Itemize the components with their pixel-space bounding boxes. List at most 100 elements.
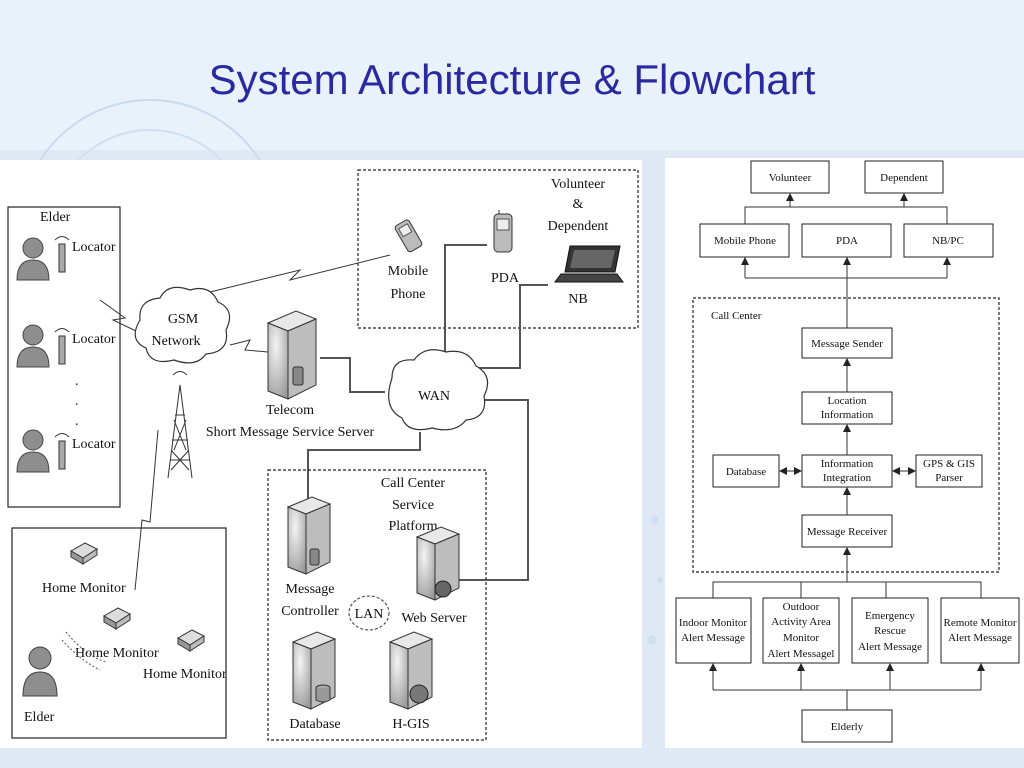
fc-outdoor-alert-label-1: Outdoor bbox=[783, 601, 820, 613]
locator-icon bbox=[54, 236, 70, 273]
gsm-label-line1: GSM bbox=[168, 312, 199, 327]
fc-outdoor-alert-label-4: Alert Messagel bbox=[768, 648, 835, 660]
home-monitor-group: Home Monitor Home Monitor Home Monitor E… bbox=[11, 527, 227, 739]
fc-nbpc-label: NB/PC bbox=[932, 235, 964, 247]
fc-remote-alert-label-2: Alert Message bbox=[948, 632, 1012, 644]
antenna-tower-icon bbox=[167, 371, 193, 479]
fc-pda-box bbox=[801, 223, 892, 258]
locator-label-2: Locator bbox=[72, 332, 116, 347]
fc-nbpc-box bbox=[903, 223, 994, 258]
elder-person-icon bbox=[22, 646, 58, 697]
fc-emergency-alert-label-1: Emergency bbox=[865, 610, 915, 622]
fc-gps-gis-label-1: GPS & GIS bbox=[923, 458, 975, 470]
volunteer-dependent-frame bbox=[357, 169, 639, 329]
elder-group: Elder Locator Locator . . . bbox=[7, 206, 121, 508]
telecom-server-icon bbox=[266, 310, 318, 400]
web-server-label: Web Server bbox=[401, 611, 467, 626]
database-server-icon bbox=[291, 631, 337, 710]
fc-emergency-alert-box bbox=[851, 597, 929, 664]
fc-location-info-label-2: Information bbox=[821, 409, 874, 421]
web-server-icon bbox=[415, 526, 461, 601]
elder-group-frame bbox=[7, 206, 121, 508]
call-center-title-2: Service bbox=[392, 498, 434, 513]
wan-label: WAN bbox=[418, 389, 450, 404]
fc-remote-alert-box bbox=[940, 597, 1020, 664]
home-gsm-link bbox=[134, 429, 159, 591]
fc-database-label: Database bbox=[726, 466, 766, 478]
fc-indoor-alert-box bbox=[675, 597, 752, 664]
locator-label-3: Locator bbox=[72, 437, 116, 452]
fc-indoor-alert-label-1: Indoor Monitor bbox=[679, 617, 747, 629]
fc-info-integration-label-1: Information bbox=[821, 458, 874, 470]
fc-message-sender-box bbox=[801, 327, 893, 359]
volunteer-title-1: Volunteer bbox=[551, 177, 606, 192]
svg-text:.: . bbox=[75, 374, 79, 389]
call-center-title-3: Platform bbox=[389, 519, 438, 534]
hgis-server-icon bbox=[388, 631, 434, 710]
locator-icon bbox=[54, 328, 70, 365]
call-center-frame bbox=[267, 469, 487, 741]
pda-label: PDA bbox=[491, 271, 520, 286]
fc-call-center-label: Call Center bbox=[711, 310, 762, 322]
fc-outdoor-alert-label-3: Monitor bbox=[783, 632, 819, 644]
elder-group-title: Elder bbox=[40, 210, 71, 225]
home-elder-label: Elder bbox=[24, 710, 55, 725]
lan-label: LAN bbox=[355, 607, 384, 622]
home-monitor-label-3: Home Monitor bbox=[143, 667, 227, 682]
gsm-telecom-link bbox=[229, 339, 269, 353]
slide-title: System Architecture & Flowchart bbox=[209, 56, 816, 103]
telecom-wan-wire bbox=[320, 357, 385, 393]
nb-label: NB bbox=[568, 292, 587, 307]
fc-message-receiver-label: Message Receiver bbox=[807, 526, 888, 538]
fc-gps-gis-box bbox=[915, 454, 983, 488]
gsm-phone-link bbox=[197, 254, 391, 296]
telecom-label-1: Telecom bbox=[266, 403, 314, 418]
fc-outdoor-alert-label-2: Activity Area bbox=[771, 616, 831, 628]
volunteer-title-2: & bbox=[573, 197, 584, 212]
home-monitor-label-2: Home Monitor bbox=[75, 646, 159, 661]
fc-database-box bbox=[712, 454, 780, 488]
wan-controller-wire bbox=[307, 432, 421, 500]
flowchart-diagram: Volunteer Dependent Mobile Phone PDA NB/… bbox=[665, 158, 1024, 748]
wan-webserver-wire bbox=[455, 399, 529, 581]
locator-label-1: Locator bbox=[72, 240, 116, 255]
fc-emergency-alert-label-2: Rescue bbox=[874, 625, 906, 637]
fc-elderly-label: Elderly bbox=[831, 721, 864, 733]
home-monitor-frame bbox=[11, 527, 227, 739]
wan-cloud: WAN bbox=[388, 349, 489, 431]
fc-gps-gis-label-2: Parser bbox=[935, 472, 963, 484]
fc-remote-alert-label-1: Remote Monitor bbox=[943, 617, 1016, 629]
home-monitor-icon bbox=[177, 629, 206, 652]
fc-volunteer-label: Volunteer bbox=[769, 172, 812, 184]
fc-message-sender-label: Message Sender bbox=[811, 338, 883, 350]
fc-mobile-phone-box bbox=[699, 223, 790, 258]
fc-emergency-alert-label-3: Alert Message bbox=[858, 641, 922, 653]
fc-pda-label: PDA bbox=[836, 235, 858, 247]
database-label: Database bbox=[289, 717, 340, 732]
elder-person-icon bbox=[16, 237, 50, 281]
message-controller-server-icon bbox=[286, 496, 332, 575]
pda-icon bbox=[493, 210, 513, 253]
hgis-label: H-GIS bbox=[392, 717, 429, 732]
fc-elderly-box bbox=[801, 709, 893, 743]
fc-indoor-alert-label-2: Alert Message bbox=[681, 632, 745, 644]
home-monitor-label-1: Home Monitor bbox=[42, 581, 126, 596]
notebook-icon bbox=[554, 245, 624, 283]
locator-icon bbox=[54, 433, 70, 470]
call-center-platform: Call Center Service Platform Message Con… bbox=[267, 469, 487, 741]
lan-ring: LAN bbox=[348, 595, 390, 631]
fc-dependent-box bbox=[864, 160, 944, 194]
fc-outdoor-alert-box bbox=[762, 597, 840, 664]
svg-text:.: . bbox=[75, 414, 79, 429]
mobile-phone-label-1: Mobile bbox=[388, 264, 428, 279]
message-controller-label-1: Message bbox=[286, 582, 335, 597]
telecom-label-2: Short Message Service Server bbox=[206, 425, 375, 440]
fc-info-integration-label-2: Integration bbox=[823, 472, 872, 484]
mobile-phone-label-2: Phone bbox=[391, 287, 426, 302]
home-monitor-icon bbox=[70, 542, 99, 565]
elder-gsm-link bbox=[99, 299, 141, 334]
elder-person-icon bbox=[16, 324, 50, 368]
fc-mobile-phone-label: Mobile Phone bbox=[714, 235, 776, 247]
svg-text:.: . bbox=[75, 394, 79, 409]
